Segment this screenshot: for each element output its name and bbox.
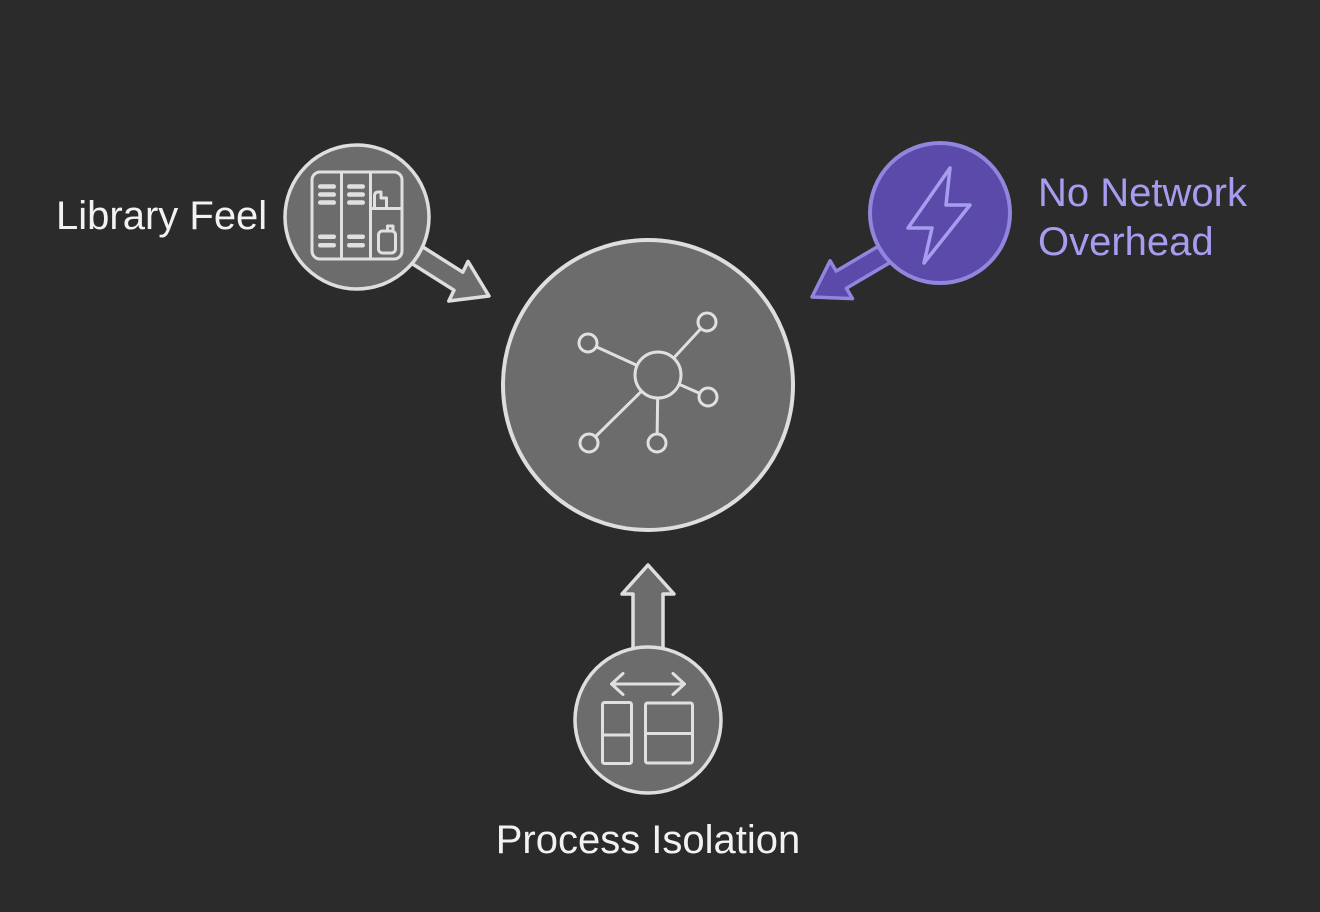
network-hub-icon — [577, 311, 719, 454]
no-network-circle — [868, 141, 1012, 285]
library-circle — [283, 143, 431, 291]
library-feel-label: Library Feel — [56, 194, 268, 238]
no-network-overhead-label: No Network Overhead — [1038, 171, 1247, 264]
process-circle — [573, 645, 723, 795]
bookshelf-icon — [310, 170, 404, 261]
split-layout-icon — [601, 672, 694, 765]
lightning-bolt-icon — [906, 166, 972, 265]
process-isolation-label: Process Isolation — [495, 818, 801, 862]
